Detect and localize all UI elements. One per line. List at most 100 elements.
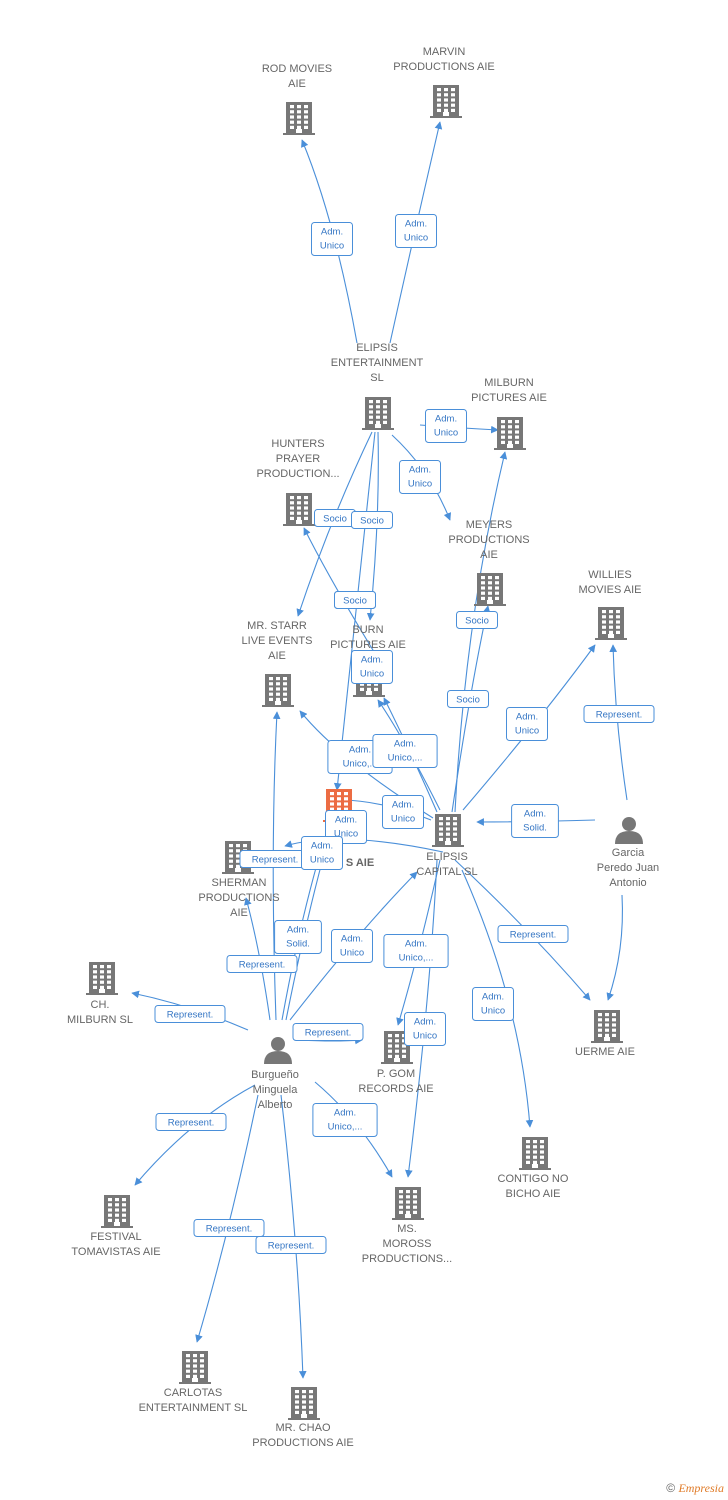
edge-label-line: Adm.	[524, 809, 546, 820]
node-label-line: AIE	[480, 549, 498, 561]
edge-elipsis_cap-to-moross	[405, 859, 438, 1178]
edge-label-box[interactable]: Adm.Unico	[425, 409, 467, 443]
node-label-line: PRODUCTIONS	[198, 892, 279, 904]
node-ch_milburn[interactable]: CH.MILBURN SL	[67, 962, 133, 1026]
node-label-line: BURN	[352, 624, 383, 636]
node-label-line: ELIPSIS	[356, 342, 398, 354]
edge-label-line: Socio	[456, 695, 480, 706]
edge-label-box[interactable]: Represent.	[226, 955, 298, 973]
edge-label-box[interactable]: Adm.Unico,...	[383, 934, 449, 968]
node-uerme[interactable]: UERME AIE	[575, 1010, 635, 1058]
edge-label-box[interactable]: Represent.	[583, 705, 655, 723]
person-icon	[615, 817, 643, 844]
edge-label-box[interactable]: Adm.Unico	[325, 810, 367, 844]
building-icon	[101, 1195, 133, 1228]
edge-label-text: Adm.Unico	[515, 712, 539, 737]
edge-label-box[interactable]: Represent.	[255, 1236, 327, 1254]
building-icon	[595, 607, 627, 640]
edge-label-box[interactable]: Represent.	[155, 1113, 227, 1131]
edge-label-box[interactable]: Socio	[334, 591, 376, 609]
edge-label-line: Socio	[465, 616, 489, 627]
building-icon	[283, 102, 315, 135]
edge-label-box[interactable]: Socio	[314, 509, 356, 527]
edge-label-text: Socio	[343, 596, 367, 607]
edge-label-line: Adm.	[311, 841, 333, 852]
node-label-line: Alberto	[258, 1099, 293, 1111]
edge-label-line: Adm.	[405, 219, 427, 230]
edge-label-box[interactable]: Represent.	[497, 925, 569, 943]
edge-label-box[interactable]: Adm.Unico	[331, 929, 373, 963]
edge-label-text: Adm.Unico	[320, 227, 344, 252]
node-label-line: PICTURES AIE	[471, 392, 547, 404]
building-icon	[283, 493, 315, 526]
edge-label-text: Represent.	[596, 710, 642, 721]
node-label-line: Antonio	[609, 877, 646, 889]
edge-label-box[interactable]: Socio	[447, 690, 489, 708]
node-label-line: MEYERS	[466, 519, 512, 531]
node-label-line: Minguela	[253, 1084, 299, 1096]
node-label-line: ENTERTAINMENT	[331, 357, 424, 369]
edge-burn-to-hunters	[303, 527, 380, 661]
node-label-line: TOMAVISTAS AIE	[71, 1246, 160, 1258]
edge-label-text: Socio	[360, 516, 384, 527]
edge-label-box[interactable]: Represent.	[154, 1005, 226, 1023]
edge-label-box[interactable]: Adm.Solid.	[511, 804, 559, 838]
building-icon	[519, 1137, 551, 1170]
edge-label-box[interactable]: Adm.Unico,...	[372, 734, 438, 768]
edge-label-box[interactable]: Adm.Unico	[382, 795, 424, 829]
node-label-line: BICHO AIE	[505, 1188, 560, 1200]
edge-label-line: Unico	[434, 428, 458, 439]
edge-label-box[interactable]: Represent.	[292, 1023, 364, 1041]
edge-label-line: Represent.	[167, 1010, 213, 1021]
footer-brand: © Empresia	[666, 1481, 724, 1496]
edge-label-box[interactable]: Adm.Unico	[472, 987, 514, 1021]
edge-label-box[interactable]: Represent.	[239, 850, 311, 868]
node-label-line: RECORDS AIE	[358, 1083, 433, 1095]
edge-label-box[interactable]: Adm.Unico	[399, 460, 441, 494]
node-label-line: MS.	[397, 1223, 417, 1235]
edge-label-box[interactable]: Socio	[456, 611, 498, 629]
node-label-line: PRODUCTIONS...	[362, 1253, 452, 1265]
edge-label-box[interactable]: Adm.Unico	[395, 214, 437, 248]
edge-label-box[interactable]: Represent.	[193, 1219, 265, 1237]
edge-label-box[interactable]: Socio	[351, 511, 393, 529]
edge-label-line: Socio	[343, 596, 367, 607]
edge-label-box[interactable]: Adm.Unico	[351, 650, 393, 684]
building-icon	[474, 573, 506, 606]
edge-label-text: Socio	[465, 616, 489, 627]
edge-label-line: Unico	[360, 669, 384, 680]
edge-label-box[interactable]: Adm.Unico,...	[312, 1103, 378, 1137]
edge-label-box[interactable]: Adm.Unico	[506, 707, 548, 741]
edge-label-box[interactable]: Adm.Solid.	[274, 920, 322, 954]
edge-label-box[interactable]: Adm.Unico	[301, 836, 343, 870]
edge-label-box[interactable]: Adm.Unico	[311, 222, 353, 256]
edge-label-text: Adm.Unico	[404, 219, 428, 244]
edge-garcia-to-uerme	[606, 894, 623, 1001]
edge-label-line: Adm.	[405, 939, 427, 950]
edge-label-box[interactable]: Adm.Unico	[404, 1012, 446, 1046]
edge-label-text: Adm.Unico	[413, 1017, 437, 1042]
